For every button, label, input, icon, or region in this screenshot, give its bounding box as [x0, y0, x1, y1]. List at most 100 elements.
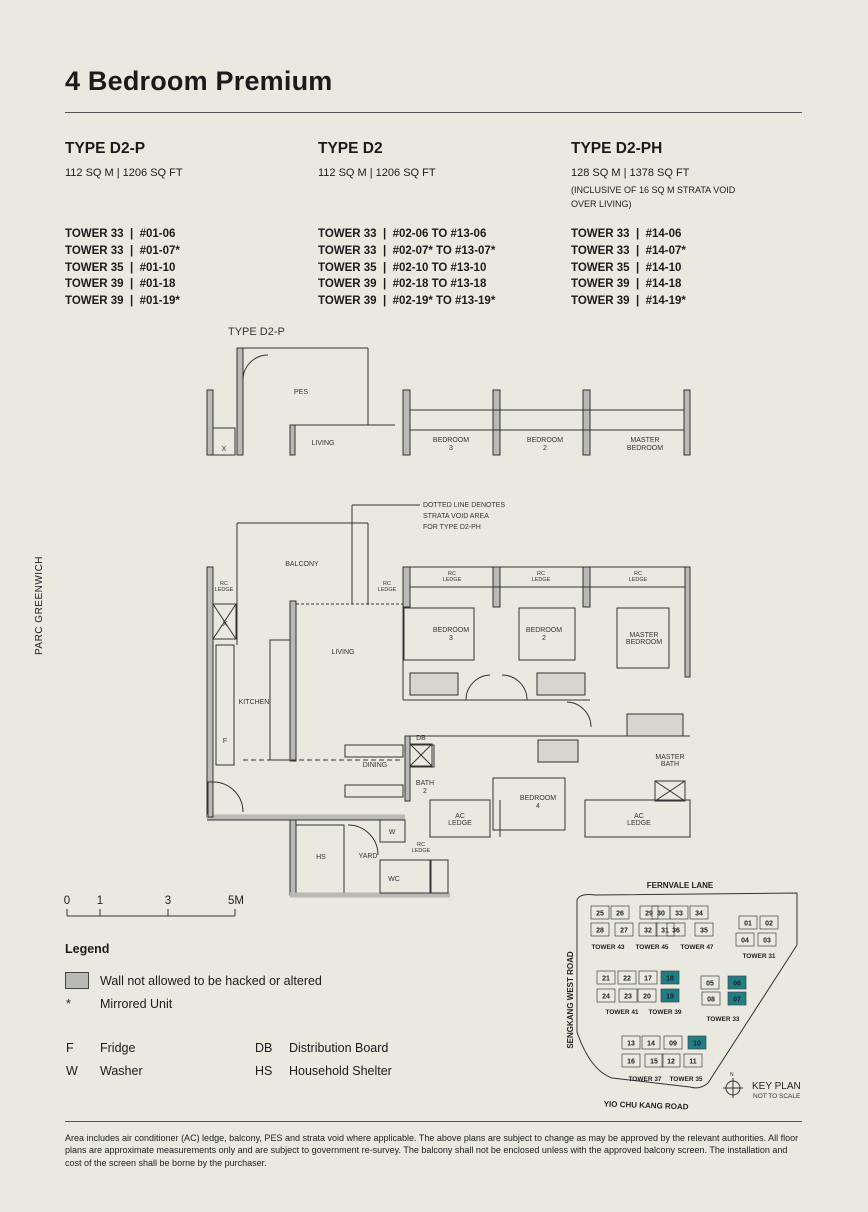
tower-label: TOWER 47 — [680, 944, 713, 951]
legend-label: Fridge — [100, 1041, 136, 1055]
unit-block — [590, 905, 610, 920]
ac-ledge-label: AC — [455, 813, 465, 820]
unit-block — [655, 922, 675, 937]
unit-block — [700, 975, 720, 990]
legend-label: Distribution Board — [289, 1041, 389, 1055]
unit-entry: TOWER 35 | #14-10 — [571, 261, 682, 274]
unit-number: 15 — [650, 1059, 658, 1066]
legend-symbol: W — [66, 1064, 78, 1078]
room-label-yard: YARD — [359, 853, 378, 860]
unit-block — [666, 922, 686, 937]
label-w: W — [389, 829, 396, 836]
room-label-wc: WC — [388, 876, 400, 883]
void-annotation: FOR TYPE D2-PH — [423, 524, 481, 531]
tower-label: TOWER 43 — [591, 944, 624, 951]
unit-number: 33 — [675, 911, 683, 918]
unit-block-highlighted — [727, 975, 747, 990]
unit-block — [637, 988, 657, 1003]
unit-number: 11 — [689, 1059, 697, 1066]
unit-block — [689, 905, 709, 920]
unit-block — [618, 988, 638, 1003]
unit-number: 35 — [700, 928, 708, 935]
room-label-number: 3 — [449, 635, 453, 642]
unit-block — [735, 932, 755, 947]
room-label-number: 4 — [536, 803, 540, 810]
legend-title: Legend — [65, 942, 110, 956]
unit-entry: TOWER 39 | #14-18 — [571, 278, 682, 291]
room-label-bedroom2: BEDROOM — [526, 627, 562, 634]
unit-block — [617, 970, 637, 985]
ac-ledge-label: LEDGE — [627, 820, 651, 827]
room-label-master-bedroom: MASTER — [629, 632, 658, 639]
room-label-bedroom3: BEDROOM — [433, 627, 469, 634]
unit-number: 09 — [669, 1041, 677, 1048]
room-label-bedroom2: BEDROOM — [527, 437, 563, 444]
rc-ledge-label: LEDGE — [629, 577, 648, 583]
room-label-balcony: BALCONY — [285, 561, 319, 568]
rc-ledge-label: RC — [634, 571, 642, 577]
scale-tick: 5M — [228, 895, 244, 907]
unit-number: 32 — [644, 928, 652, 935]
unit-block — [614, 922, 634, 937]
wall-swatch — [65, 972, 89, 989]
unit-block — [590, 922, 610, 937]
unit-block — [641, 1035, 661, 1050]
unit-block-highlighted — [660, 988, 680, 1003]
unit-number: 12 — [667, 1059, 675, 1066]
room-label-pes: PES — [294, 389, 308, 396]
unit-number: 30 — [657, 911, 665, 918]
unit-block-highlighted — [660, 970, 680, 985]
unit-block — [759, 915, 779, 930]
unit-entry: TOWER 35 | #02-10 TO #13-10 — [318, 261, 487, 274]
legend-symbol: DB — [255, 1041, 273, 1055]
key-plan-title: KEY PLAN — [752, 1081, 801, 1092]
unit-block — [683, 1053, 703, 1068]
rc-ledge-label: RC — [417, 842, 425, 848]
unit-block — [694, 922, 714, 937]
room-label-number: BATH — [661, 761, 679, 768]
legend-label: Household Shelter — [289, 1064, 392, 1078]
unit-number: 14 — [647, 1041, 655, 1048]
unit-block — [738, 915, 758, 930]
type-area: 112 SQ M | 1206 SQ FT — [65, 167, 183, 179]
unit-block — [639, 905, 659, 920]
rc-ledge-label: LEDGE — [443, 577, 462, 583]
unit-entry: TOWER 33 | #01-06 — [65, 228, 176, 240]
unit-number: 07 — [733, 997, 741, 1004]
tower-label: TOWER 33 — [706, 1016, 739, 1023]
type-area: 128 SQ M | 1378 SQ FT — [571, 167, 690, 179]
legend-label: Washer — [100, 1064, 143, 1078]
unit-entry: TOWER 33 | #14-06 — [571, 228, 682, 240]
tower-label: TOWER 41 — [605, 1009, 638, 1016]
rc-ledge-label: RC — [220, 581, 228, 587]
unit-block — [757, 932, 777, 947]
unit-block — [596, 970, 616, 985]
legend-label: Mirrored Unit — [100, 997, 173, 1011]
unit-number: 20 — [643, 994, 651, 1001]
unit-number: 27 — [620, 928, 628, 935]
room-label-master: MASTER — [630, 437, 659, 444]
label-f: F — [223, 738, 227, 745]
unit-block-highlighted — [727, 991, 747, 1006]
type-d2-info: TYPE D2 112 SQ M | 1206 SQ FT — [318, 140, 558, 180]
rc-ledge-label: LEDGE — [532, 577, 551, 583]
void-annotation: STRATA VOID AREA — [423, 513, 489, 520]
unit-entry: TOWER 39 | #14-19* — [571, 295, 686, 308]
room-label-bedroom3: BEDROOM — [433, 437, 469, 444]
room-label-master-bath: MASTER — [655, 754, 684, 761]
north-label: N — [730, 1072, 734, 1078]
unit-block — [644, 1053, 664, 1068]
unit-entry: TOWER 33 | #14-07* — [571, 244, 686, 257]
unit-list-d2p: TOWER 33 | #01-06 TOWER 33 | #01-07* TOW… — [65, 226, 180, 310]
room-label-bath2: BATH — [416, 780, 434, 787]
room-label-dining: DINING — [363, 762, 388, 769]
void-annotation: DOTTED LINE DENOTES — [423, 502, 505, 509]
unit-number: 18 — [666, 976, 674, 983]
legend-symbol: HS — [255, 1064, 273, 1078]
unit-entry: TOWER 33 | #02-07* TO #13-07* — [318, 244, 496, 257]
compass-icon — [723, 1078, 743, 1098]
legend-symbol: F — [66, 1041, 74, 1055]
unit-entry: TOWER 33 | #01-07* — [65, 244, 180, 257]
note-line: OVER LIVING) — [571, 199, 632, 209]
unit-block — [610, 905, 630, 920]
